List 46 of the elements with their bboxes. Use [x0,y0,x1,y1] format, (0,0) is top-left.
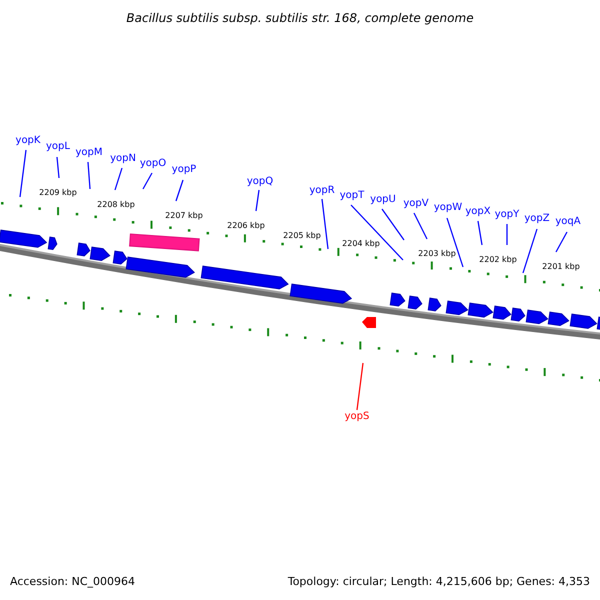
gene-label: yopO [140,159,166,169]
leader-line [413,212,428,240]
leader-line [477,220,483,246]
leader-line [19,150,27,198]
gene-label: yopW [434,203,462,213]
gene-label: yopM [76,148,102,158]
scale-label: 2207 kbp [165,212,203,220]
gene-label: yopZ [524,214,550,224]
scale-label: 2206 kbp [227,222,265,230]
gene-label: yopQ [246,177,274,187]
gene-label: yopT [340,191,364,201]
title: Bacillus subtilis subsp. subtilis str. 168, complete genome [126,12,474,24]
leader-line [114,168,123,190]
leader-line [506,224,508,245]
scale-label: 2204 kbp [342,240,380,248]
scale-label: 2209 kbp [39,189,77,197]
leader-line [446,218,464,268]
gene-label: yopL [46,142,70,152]
scale-label: 2203 kbp [418,250,456,258]
gene-label: yopS [344,412,370,422]
gene-label: yoqA [555,217,581,227]
gene-label: yopV [403,199,429,209]
gene-label: yopR [309,186,335,196]
gene-label: yopU [370,195,396,205]
gene-label: yopX [465,207,491,217]
gene-label: yopN [110,154,136,164]
leader-line [255,190,260,212]
gene-label: yopP [172,165,196,175]
scale-label: 2202 kbp [479,256,517,264]
scale-label: 2201 kbp [542,263,580,271]
scale-label: 2208 kbp [97,201,135,209]
leader-line [321,198,329,250]
gene-label: yopY [494,210,520,220]
leader-line [87,162,91,190]
genome-summary-text: Topology: circular; Length: 4,215,606 bp; Genes: 4,353 [288,576,590,587]
gene-label: yopK [16,136,40,146]
leader-line [382,208,404,240]
leader-line [175,180,184,202]
leader-line [522,228,538,274]
leader-line [555,232,568,252]
leader-line [356,362,364,410]
leader-line [142,172,153,190]
scale-label: 2205 kbp [283,232,321,240]
accession-text: Accession: NC_000964 [10,576,136,587]
leader-line [350,204,404,260]
leader-line [56,156,60,178]
